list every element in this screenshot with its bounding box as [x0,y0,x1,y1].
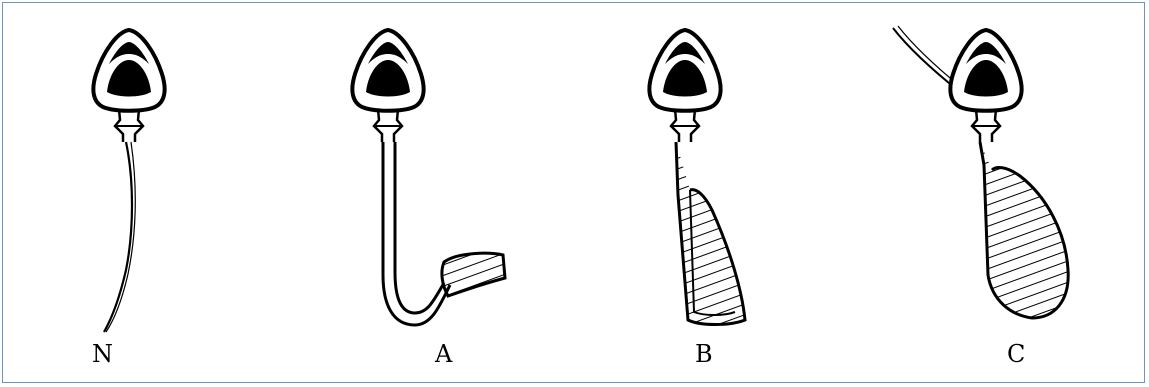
label-b: B [695,340,714,368]
label-c: C [1007,340,1026,368]
label-a: A [435,340,453,368]
sperm-a [352,30,505,325]
sperm-b [649,30,745,325]
sperm-c [893,26,1068,318]
label-n: N [92,340,114,368]
sperm-normal [93,30,164,332]
